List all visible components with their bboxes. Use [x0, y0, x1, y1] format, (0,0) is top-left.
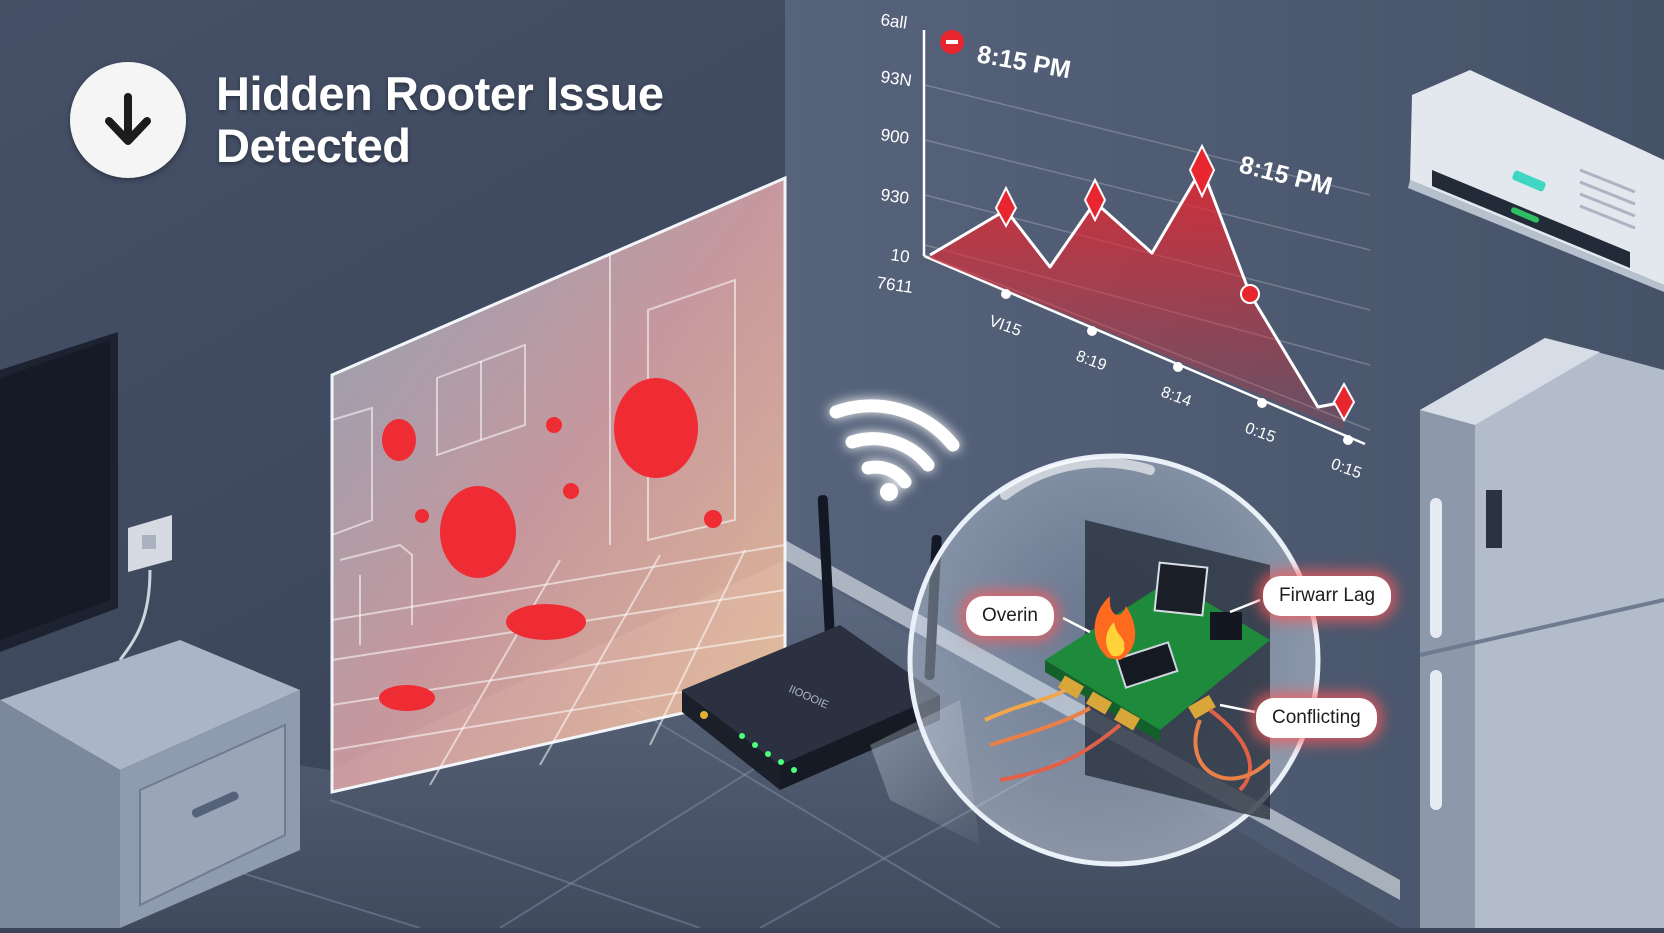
conflicting-callout: Conflicting	[1256, 698, 1377, 738]
y-tick-labels: 6all 93N 900 930 10 7611	[875, 10, 914, 297]
tv-cabinet	[0, 640, 300, 928]
y-tick: 7611	[875, 273, 914, 297]
refrigerator	[1419, 338, 1664, 928]
chart-area	[930, 168, 1344, 430]
x-axis	[923, 254, 1366, 446]
alert-header: Hidden Rooter Issue Detected	[70, 62, 664, 178]
chart-line	[929, 166, 1345, 409]
router-internals-zoom	[907, 453, 1321, 867]
firmware-lag-callout: Firwarr Lag	[1263, 576, 1392, 616]
fire-icon	[1094, 596, 1136, 660]
floor-tiles	[199, 689, 1061, 929]
television	[0, 332, 118, 652]
y-tick: 6all	[879, 10, 908, 32]
page-title: Hidden Rooter Issue Detected	[216, 68, 664, 172]
air-conditioner	[1408, 70, 1664, 292]
x-axis-points	[1001, 289, 1353, 445]
y-tick: 930	[879, 185, 910, 208]
y-tick: 900	[879, 125, 910, 148]
signal-heatmap-panel	[330, 175, 787, 794]
down-arrow-icon	[70, 62, 186, 178]
wall-outlet	[118, 515, 172, 661]
y-tick: 93N	[879, 67, 913, 90]
dead-zone-spots	[379, 378, 722, 711]
wifi-icon	[829, 399, 960, 501]
overheat-callout: Overin	[966, 596, 1054, 636]
chip-icon	[1153, 561, 1209, 617]
title-line-1: Hidden Rooter Issue	[216, 67, 664, 120]
title-line-2: Detected	[216, 119, 411, 172]
y-tick: 10	[889, 245, 910, 266]
latency-chart: 6all 93N 900 930 10 7611 VI15 8:19 8:14 …	[875, 10, 1371, 482]
chart-markers	[994, 143, 1356, 423]
